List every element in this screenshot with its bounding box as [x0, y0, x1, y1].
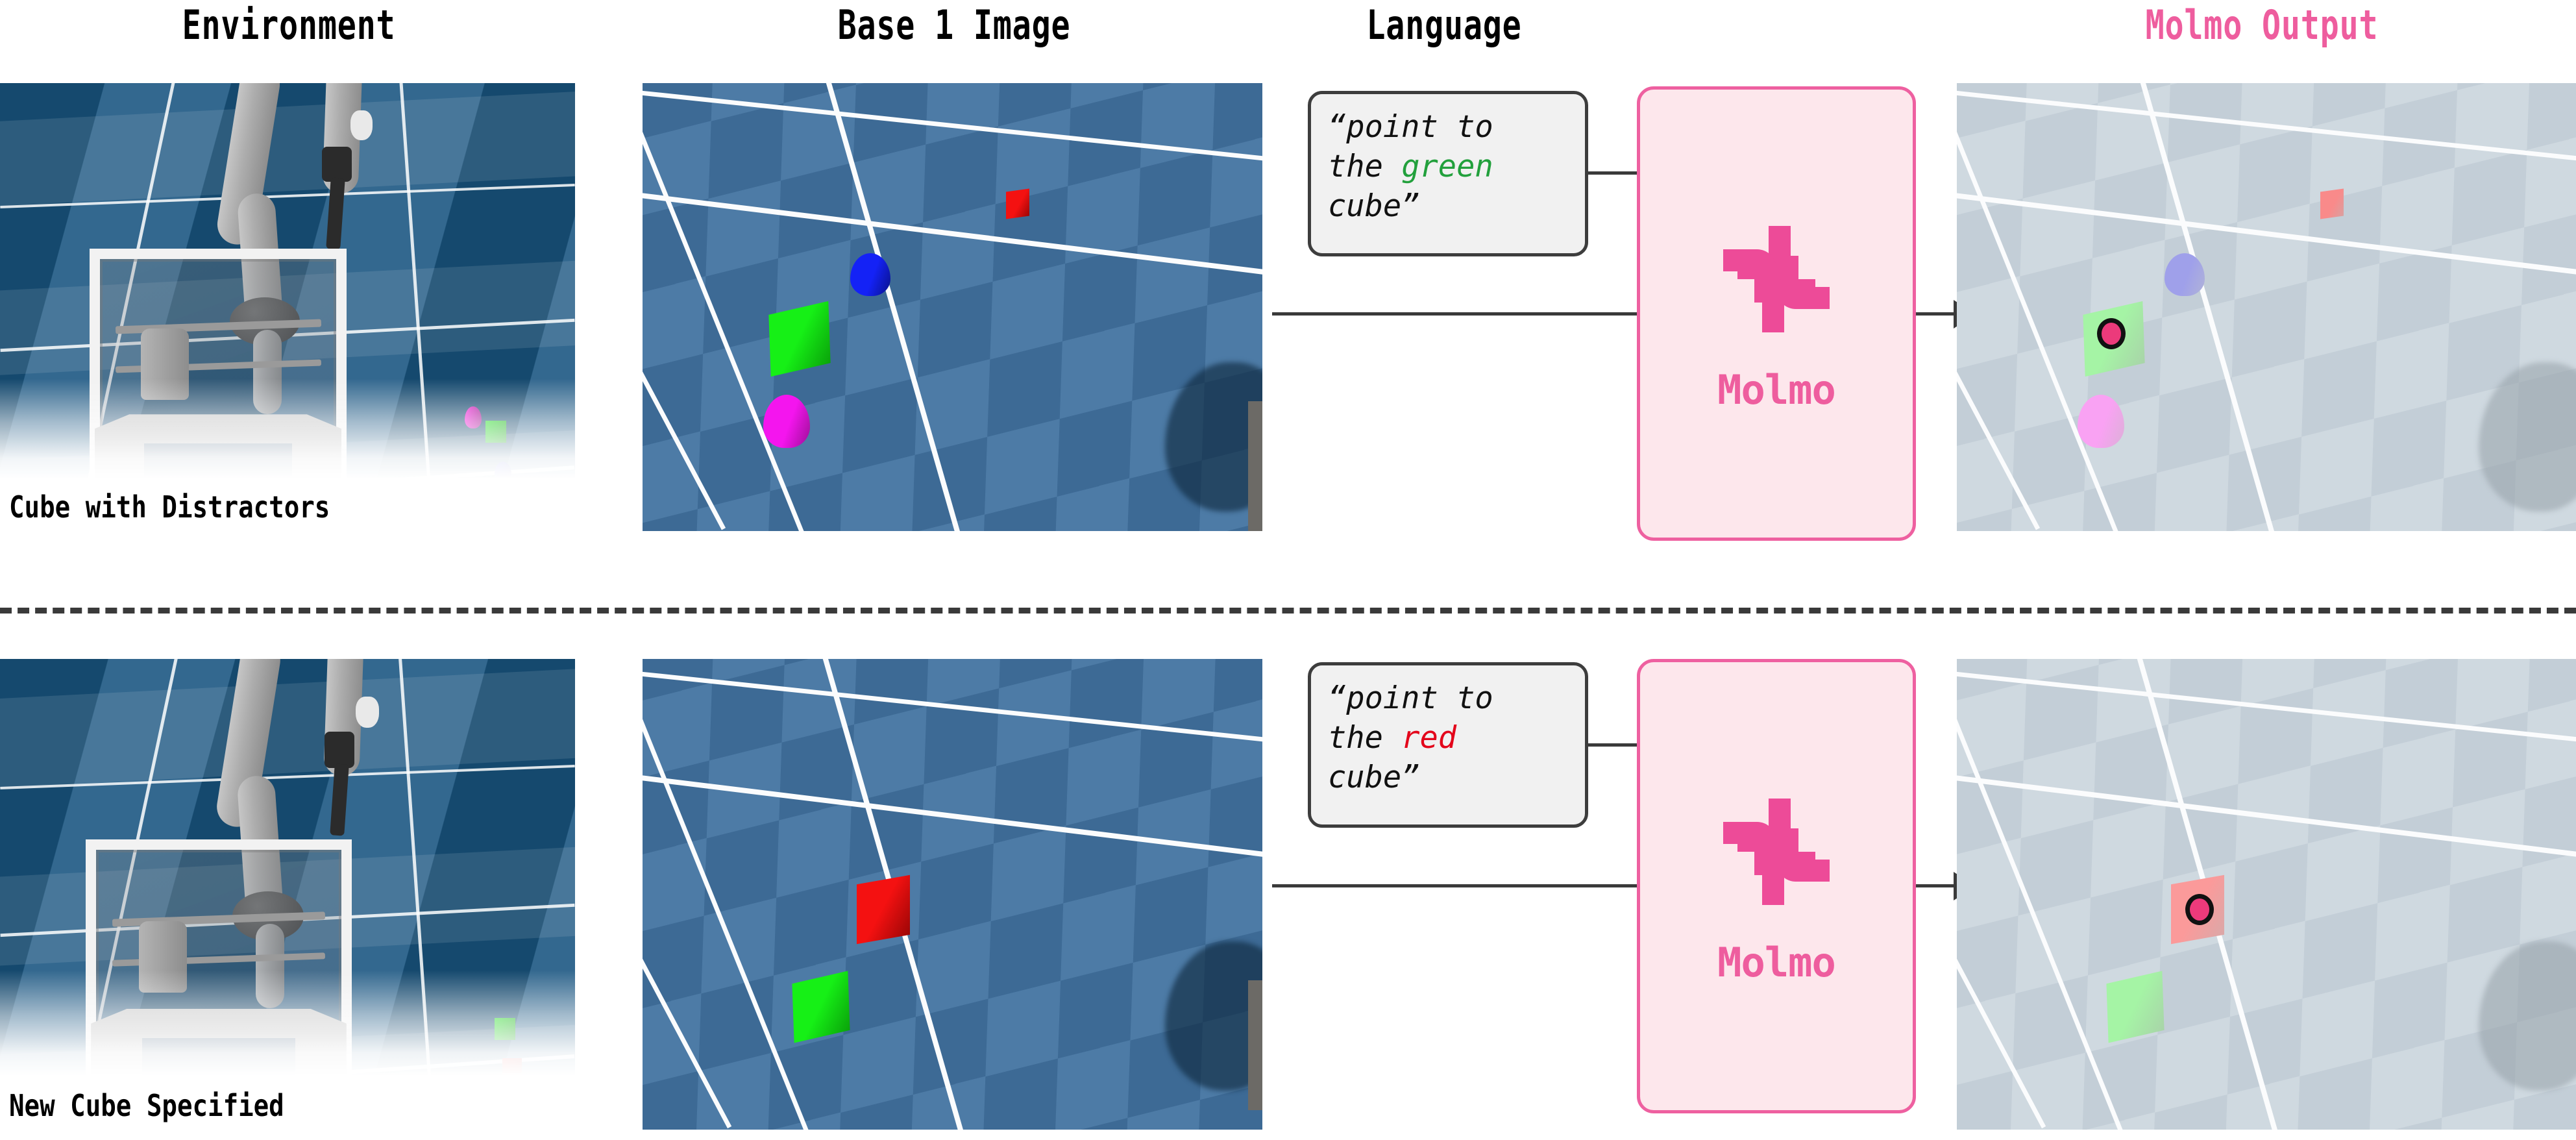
caption-fade [0, 378, 575, 531]
object-red-cube [857, 874, 910, 945]
molmo-model-box-row-2[interactable]: Molmo [1637, 659, 1916, 1113]
object-blue-cylinder [2165, 253, 2205, 296]
molmo-point-marker-row-1 [2097, 318, 2126, 349]
base-image-row-1 [643, 83, 1262, 531]
header-molmo-output: Molmo Output [2145, 1, 2379, 49]
object-magenta-cylinder [2078, 395, 2124, 448]
connector-base-to-molmo-row-2 [1272, 884, 1637, 887]
object-magenta-cylinder [763, 395, 810, 448]
language-bubble-row-2: “point to the red cube” [1308, 662, 1588, 828]
scene-edge [1248, 980, 1262, 1110]
connector-molmo-to-output-row-2 [1916, 884, 1963, 887]
connector-language-to-molmo-row-2 [1588, 743, 1637, 747]
header-language: Language [1366, 1, 1522, 49]
language-keyword: green [1401, 149, 1493, 185]
language-keyword: red [1401, 720, 1457, 756]
object-red-cube [1006, 188, 1029, 219]
language-suffix: cube” [1328, 760, 1420, 796]
object-blue-cylinder [850, 253, 890, 296]
object-red-cube [2320, 188, 2344, 219]
row-divider [0, 608, 2576, 613]
base-image-row-2 [643, 659, 1262, 1130]
language-bubble-row-1: “point to the green cube” [1308, 91, 1588, 256]
connector-language-to-molmo-row-1 [1588, 171, 1637, 175]
object-green-cube [2106, 971, 2165, 1043]
object-green-cube [792, 971, 850, 1043]
gripper-mount [350, 110, 373, 140]
environment-caption-row-1: Cube with Distractors [9, 489, 330, 525]
language-prefix: “point to the [1328, 109, 1493, 185]
caption-fade [0, 969, 575, 1130]
connector-base-to-molmo-row-1 [1272, 312, 1637, 316]
header-environment: Environment [182, 1, 396, 49]
environment-image-row-1: Cube with Distractors [0, 83, 575, 531]
molmo-output-image-row-1 [1957, 83, 2576, 531]
header-base-image: Base 1 Image [837, 1, 1071, 49]
molmo-output-image-row-2 [1957, 659, 2576, 1130]
molmo-point-marker-row-2 [2185, 894, 2214, 925]
molmo-pinwheel-icon [1711, 787, 1841, 917]
language-prefix: “point to the [1328, 680, 1493, 756]
molmo-pinwheel-icon [1711, 214, 1841, 344]
environment-image-row-2: New Cube Specified [0, 659, 575, 1130]
gripper-mount [356, 697, 379, 728]
scene-edge [1248, 401, 1262, 531]
molmo-label-row-2: Molmo [1717, 938, 1836, 986]
gripper-body [325, 732, 354, 768]
language-suffix: cube” [1328, 188, 1420, 225]
gripper-body [322, 147, 352, 182]
molmo-label-row-1: Molmo [1717, 366, 1836, 414]
connector-molmo-to-output-row-1 [1916, 312, 1963, 316]
molmo-model-box-row-1[interactable]: Molmo [1637, 86, 1916, 541]
environment-caption-row-2: New Cube Specified [9, 1088, 284, 1123]
